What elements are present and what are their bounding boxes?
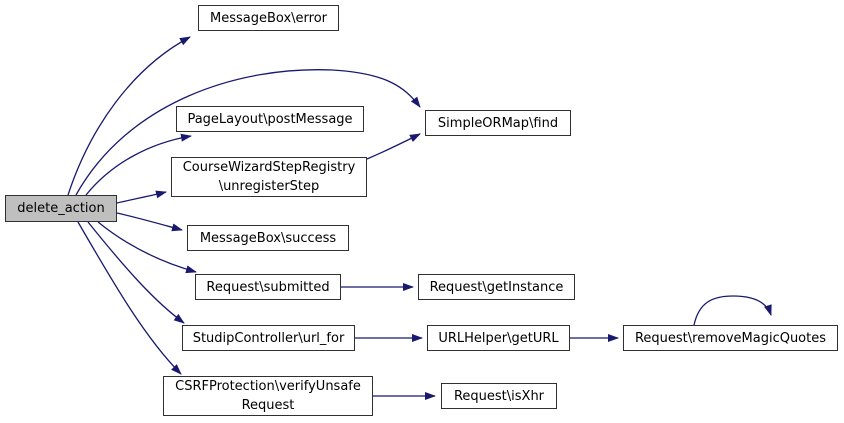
node-delete-action: delete_action <box>5 195 117 222</box>
node-messagebox-error[interactable]: MessageBox\error <box>198 5 339 31</box>
edge-delete-action-csrfprotection-verifyunsaferequest <box>77 221 182 375</box>
edge-delete-action-messagebox-error <box>67 36 191 196</box>
node-request-isxhr[interactable]: Request\isXhr <box>441 383 557 409</box>
node-studipcontroller-url-for[interactable]: StudipController\url_for <box>182 325 355 351</box>
edge-delete-action-coursewizardstepregistry-unregisterstep <box>116 190 167 204</box>
edge-delete-action-messagebox-success <box>116 212 183 232</box>
node-simpleormap-find[interactable]: SimpleORMap\find <box>425 110 571 136</box>
node-coursewizardstepregistry-unregisterstep[interactable]: CourseWizardStepRegistry \unregisterStep <box>171 157 367 197</box>
edge-delete-action-request-submitted <box>97 221 197 274</box>
edge-delete-action-pagelayout-postmessage <box>85 133 192 196</box>
node-messagebox-success[interactable]: MessageBox\success <box>187 225 349 251</box>
node-urlhelper-geturl[interactable]: URLHelper\getURL <box>427 325 570 351</box>
node-request-removemagicquotes[interactable]: Request\removeMagicQuotes <box>623 325 838 351</box>
edge-coursewizardstepregistry-unregisterstep-simpleormap-find <box>366 133 421 160</box>
node-pagelayout-postmessage[interactable]: PageLayout\postMessage <box>176 106 364 132</box>
node-request-getinstance[interactable]: Request\getInstance <box>418 274 575 300</box>
edge-request-removemagicquotes-self-loop <box>693 295 772 326</box>
edge-delete-action-simpleormap-find <box>75 69 421 196</box>
node-request-submitted[interactable]: Request\submitted <box>195 274 341 300</box>
node-csrfprotection-verifyunsaferequest[interactable]: CSRFProtection\verifyUnsafe Request <box>163 376 373 416</box>
edge-delete-action-studipcontroller-url-for <box>87 221 185 324</box>
